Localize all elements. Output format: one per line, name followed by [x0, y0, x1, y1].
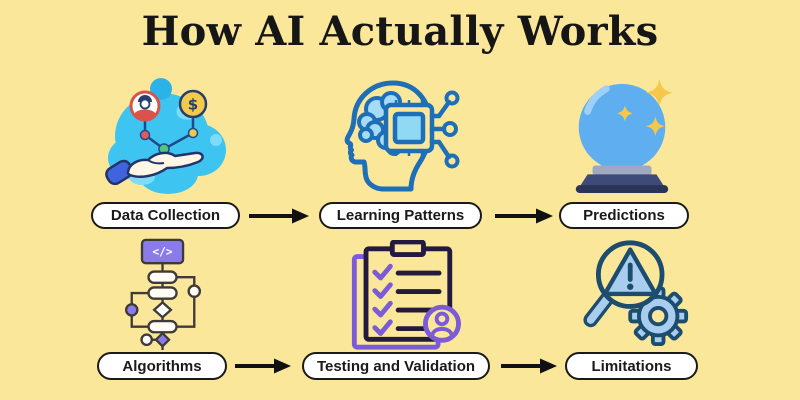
- code-block: [140, 238, 185, 265]
- page-title: How AI Actually Works: [141, 8, 659, 55]
- limitations-icon: [578, 238, 694, 346]
- checkmarks: [372, 263, 393, 336]
- step-label-testing-validation: Testing and Validation: [302, 352, 490, 380]
- ball-highlight: [584, 85, 610, 115]
- hand-icon: [105, 151, 204, 186]
- step-label-text: Data Collection: [110, 207, 221, 224]
- step-label-learning-patterns: Learning Patterns: [319, 202, 482, 229]
- arrow-learning-to-predictions: [495, 208, 553, 224]
- circuit-traces: [429, 99, 452, 160]
- user-node-icon: [129, 90, 161, 122]
- step-label-data-collection: Data Collection: [91, 202, 240, 229]
- step-label-text: Testing and Validation: [316, 357, 476, 375]
- arrow-data-to-learning: [249, 208, 309, 224]
- head-profile-outline: [344, 80, 433, 192]
- step-label-text: Algorithms: [122, 357, 202, 375]
- network-node-red: [139, 129, 151, 141]
- step-label-algorithms: Algorithms: [97, 352, 227, 380]
- arrow-algorithms-to-testing: [235, 358, 291, 374]
- dollar-glyph: $: [188, 96, 198, 114]
- step-label-text: Limitations: [591, 357, 672, 375]
- learning-patterns-icon: [336, 78, 462, 198]
- chip-icon: [383, 100, 435, 156]
- flowchart-shapes: [124, 270, 202, 348]
- clipboard-clip: [389, 240, 426, 258]
- data-collection-icon: $: [98, 76, 230, 198]
- code-tag-glyph: </>: [152, 246, 172, 259]
- network-node-yellow: [187, 127, 199, 139]
- step-label-predictions: Predictions: [559, 202, 689, 229]
- step-label-text: Predictions: [583, 207, 665, 224]
- arrow-testing-to-limitations: [501, 358, 557, 374]
- predictions-icon: [563, 74, 681, 198]
- step-label-text: Learning Patterns: [336, 207, 465, 224]
- coin-icon: $: [178, 89, 208, 119]
- crystal-ball: [578, 83, 666, 171]
- circuit-nodes: [442, 90, 460, 169]
- user-badge-icon: [422, 304, 461, 343]
- testing-validation-icon: [345, 240, 463, 352]
- ball-stand: [575, 165, 669, 194]
- magnifier-handle: [583, 291, 615, 328]
- step-label-limitations: Limitations: [565, 352, 698, 380]
- warning-triangle-icon: [604, 247, 657, 297]
- algorithms-icon: </>: [118, 238, 208, 350]
- sparkle-stars: [617, 78, 674, 136]
